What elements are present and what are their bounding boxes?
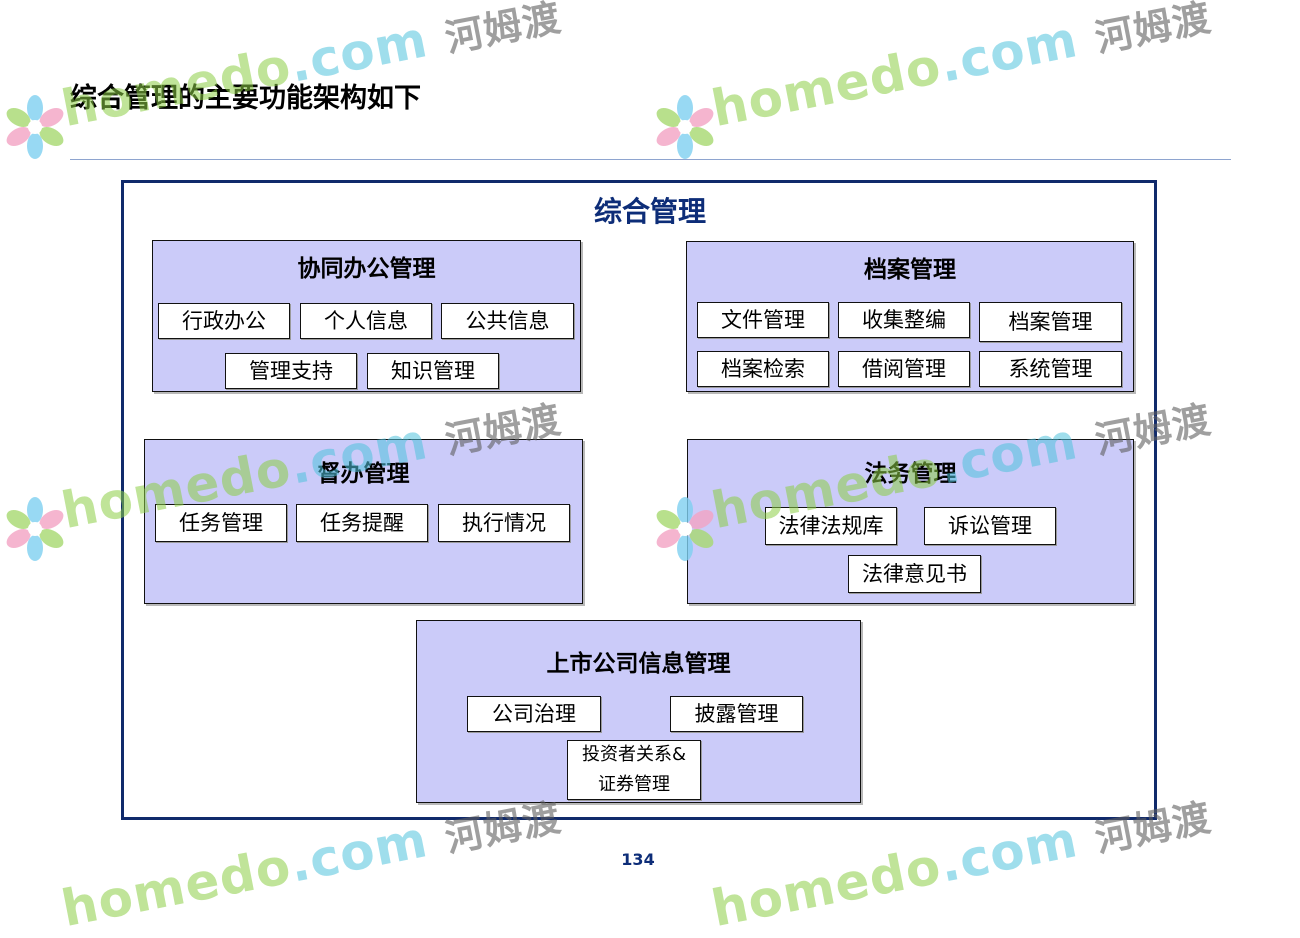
item-laws-library: 法律法规库 — [765, 507, 897, 545]
item-execution-status: 执行情况 — [438, 504, 570, 542]
item-line: 证券管理 — [598, 774, 670, 795]
module-title: 协同办公管理 — [297, 256, 436, 282]
item-file-mgmt: 文件管理 — [697, 302, 829, 338]
item-disclosure-mgmt: 披露管理 — [670, 696, 803, 732]
module-title: 上市公司信息管理 — [546, 651, 731, 677]
item-archive-search: 档案检索 — [697, 351, 829, 387]
module-archives: 档案管理 文件管理 收集整编 档案管理 档案检索 借阅管理 系统管理 — [686, 241, 1134, 392]
item-task-reminder: 任务提醒 — [296, 504, 428, 542]
item-archive-mgmt: 档案管理 — [979, 302, 1122, 342]
module-title: 档案管理 — [864, 257, 956, 283]
item-line: 投资者关系& — [581, 744, 687, 765]
flower-logo-icon — [656, 95, 714, 159]
page-number: 134 — [621, 850, 655, 869]
module-supervision: 督办管理 任务管理 任务提醒 执行情况 — [144, 439, 583, 604]
item-admin-office: 行政办公 — [158, 303, 290, 339]
item-investor-relations: 投资者关系& 证券管理 — [567, 740, 701, 800]
flower-logo-icon — [6, 95, 64, 159]
item-knowledge-mgmt: 知识管理 — [367, 353, 499, 389]
module-listed-company: 上市公司信息管理 公司治理 披露管理 投资者关系& 证券管理 — [416, 620, 861, 803]
item-corp-governance: 公司治理 — [467, 696, 601, 732]
title-divider — [70, 159, 1231, 160]
item-public-info: 公共信息 — [441, 303, 574, 339]
item-mgmt-support: 管理支持 — [225, 353, 357, 389]
item-system-mgmt: 系统管理 — [979, 351, 1122, 387]
item-collect-compile: 收集整编 — [838, 302, 970, 338]
module-title: 督办管理 — [317, 461, 410, 487]
item-personal-info: 个人信息 — [300, 303, 432, 339]
item-task-mgmt: 任务管理 — [155, 504, 287, 542]
item-legal-opinion: 法律意见书 — [848, 555, 981, 593]
item-borrow-mgmt: 借阅管理 — [838, 351, 970, 387]
item-litigation-mgmt: 诉讼管理 — [924, 507, 1056, 545]
diagram-title: 综合管理 — [593, 195, 706, 228]
module-legal: 法务管理 法律法规库 诉讼管理 法律意见书 — [687, 439, 1134, 604]
flower-logo-icon — [6, 497, 64, 561]
slide-title: 综合管理的主要功能架构如下 — [70, 83, 421, 114]
module-collab-office: 协同办公管理 行政办公 个人信息 公共信息 管理支持 知识管理 — [152, 240, 581, 392]
module-title: 法务管理 — [864, 461, 957, 487]
